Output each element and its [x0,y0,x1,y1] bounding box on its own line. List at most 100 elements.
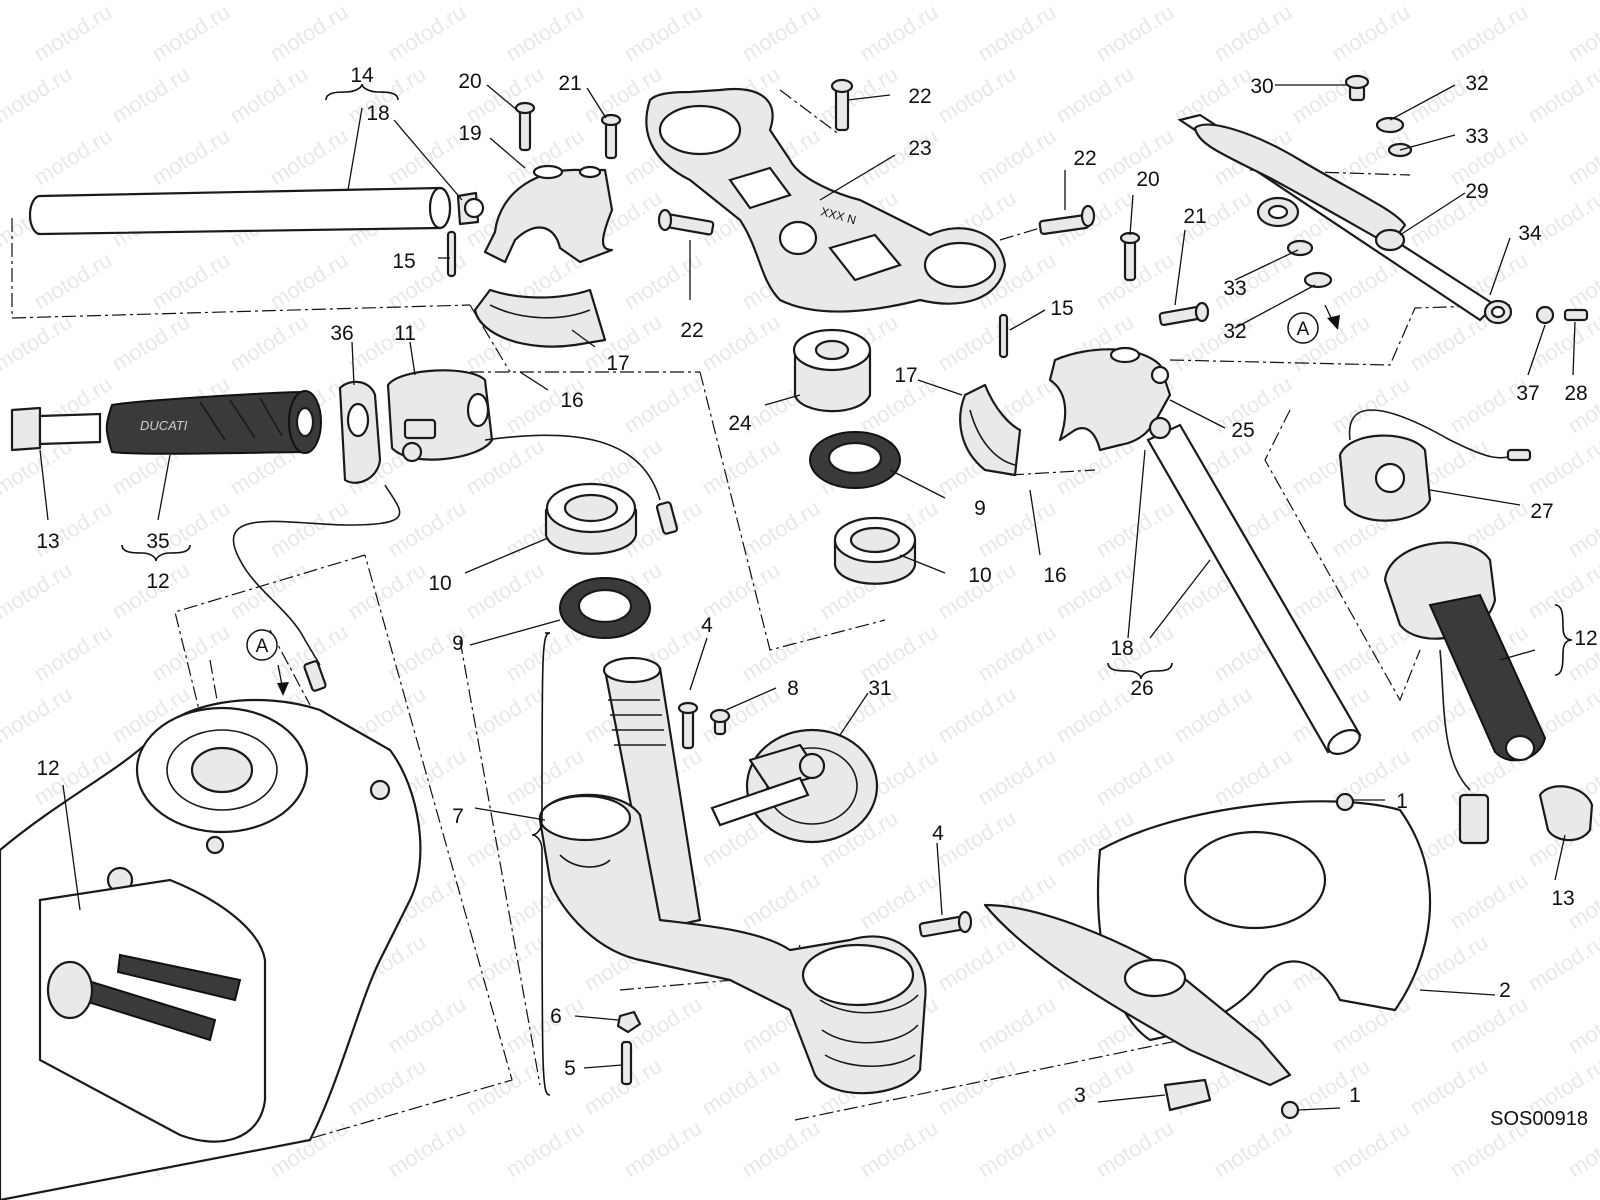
watermark-text: motod.ru [933,0,1020,4]
callout-17: 17 [894,364,917,387]
watermark-text: motod.ru [1563,123,1600,190]
watermark-text: motod.ru [973,123,1060,190]
watermark-text: motod.ru [1445,123,1532,190]
callout-18: 18 [366,102,389,125]
watermark-text: motod.ru [29,247,116,314]
callout-12: 12 [36,757,59,780]
watermark-text: motod.ru [343,309,430,376]
watermark-text: motod.ru [501,1115,588,1182]
callout-19: 19 [458,122,481,145]
watermark-text: motod.ru [225,557,312,624]
watermark-text: motod.ru [933,681,1020,748]
left-handlebar-clamp [473,164,614,348]
watermark-text: motod.ru [1405,0,1492,4]
callout-10: 10 [428,572,451,595]
watermark-text: motod.ru [737,495,824,562]
watermark-text: motod.ru [265,495,352,562]
switch-cable [484,434,661,501]
watermark-text: motod.ru [1445,0,1532,66]
watermark-text: motod.ru [147,123,234,190]
leader-lines [39,84,1576,1111]
bottom-triple-clamp [538,793,927,1095]
watermark-text: motod.ru [1445,991,1532,1058]
grip-cable [232,484,401,666]
callout-21: 21 [1183,205,1206,228]
callout-9: 9 [452,632,464,655]
callout-22: 22 [1073,147,1096,170]
callout-33: 33 [1465,125,1488,148]
watermark-text: motod.ru [1563,991,1600,1058]
callout-12: 12 [1574,627,1597,650]
watermark-text: motod.ru [1563,0,1600,66]
watermark-text: motod.ru [933,805,1020,872]
watermark-text: motod.ru [383,123,470,190]
watermark-text: motod.ru [1523,433,1600,500]
watermark-text: motod.ru [107,309,194,376]
callout-7: 7 [452,805,464,828]
lower-clamp-screws [616,701,973,1086]
watermark-text: motod.ru [1327,619,1414,686]
watermark-text: motod.ru [29,619,116,686]
watermark-text: motod.ru [933,929,1020,996]
brackets [121,83,1573,1096]
watermark-text: motod.ru [0,557,76,624]
watermark-text: motod.ru [343,557,430,624]
callout-18: 18 [1110,637,1133,660]
switch-connector [655,501,679,535]
horn [710,728,879,844]
watermark-text: motod.ru [225,61,312,128]
callout-12: 12 [146,570,169,593]
diagram-code: SOS00918 [1490,1108,1588,1130]
watermark-text: motod.ru [265,247,352,314]
callout-37: 37 [1516,382,1539,405]
watermark-text: motod.ru [973,743,1060,810]
callout-11: 11 [394,322,416,345]
watermark-text: motod.ru [1051,681,1138,748]
watermark-text: motod.ru [697,0,784,4]
left-grip-assembly: DUCATI [10,369,494,484]
callout-22: 22 [908,85,931,108]
bearing-lower [544,482,638,555]
watermark-text: motod.ru [383,991,470,1058]
watermark-text: motod.ru [1051,0,1138,4]
reference-markers: A A [246,304,1340,696]
callout-13: 13 [36,530,59,553]
callout-35: 35 [146,530,169,553]
watermark-text: motod.ru [501,0,588,66]
watermark-text: motod.ru [225,0,312,4]
callout-29: 29 [1465,180,1488,203]
watermark-text: motod.ru [147,247,234,314]
callout-20: 20 [1136,168,1159,191]
throttle-assembly [1338,409,1594,845]
grip-connector [303,660,327,692]
watermark-text: motod.ru [933,61,1020,128]
callout-8: 8 [787,677,799,700]
right-handlebar-clamp [959,313,1172,477]
callout-28: 28 [1564,382,1587,405]
watermark-text: motod.ru [973,991,1060,1058]
watermark-text: motod.ru [225,309,312,376]
callout-15: 15 [392,250,415,273]
watermark-text: motod.ru [697,1053,784,1120]
callout-26: 26 [1130,677,1153,700]
watermark-text: motod.ru [461,557,548,624]
watermark-text: motod.ru [619,0,706,66]
watermark-text: motod.ru [1169,0,1256,4]
watermark-text: motod.ru [461,0,548,4]
callout-6: 6 [550,1005,562,1028]
watermark-text: motod.ru [619,1115,706,1182]
watermark-text: motod.ru [383,1115,470,1182]
callout-24: 24 [728,412,752,435]
watermark-text: motod.ru [1209,0,1296,66]
watermark-text: motod.ru [0,681,76,748]
callout-31: 31 [868,677,891,700]
seal-upper [809,431,901,489]
callout-22: 22 [680,319,703,342]
watermark-text: motod.ru [1287,0,1374,4]
watermark-text: motod.ru [973,0,1060,66]
callout-10: 10 [968,564,991,587]
watermark-text: motod.ru [1051,61,1138,128]
callout-numbers: 14 18 19 20 21 15 17 16 36 11 13 35 12 2… [36,64,1597,1107]
ref-marker-a-left: A [256,636,269,657]
